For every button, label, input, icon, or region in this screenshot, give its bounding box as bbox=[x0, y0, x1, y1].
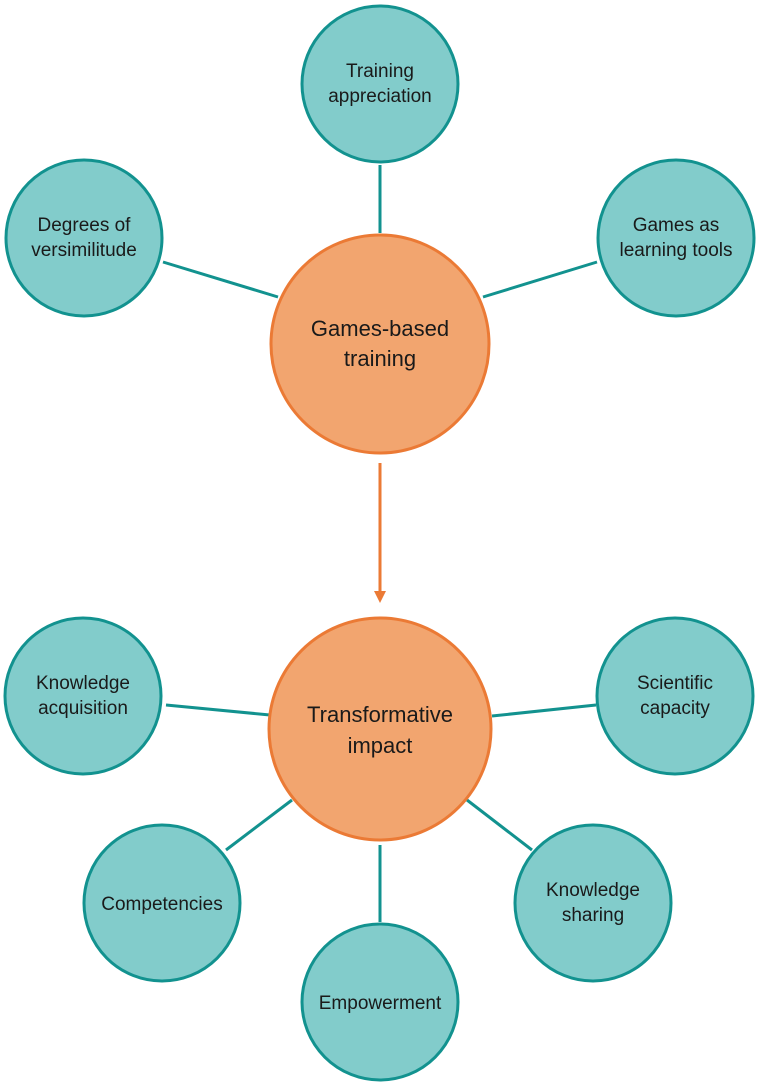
node-knowledge-acquisition-line-2: acquisition bbox=[38, 698, 128, 719]
node-competencies-line-1: Competencies bbox=[101, 894, 222, 915]
connector-impact-to-competencies bbox=[225, 798, 293, 852]
node-competencies: Competencies bbox=[82, 823, 242, 983]
node-degrees-of-versimilitude: Degrees of versimilitude bbox=[4, 158, 164, 318]
hub-transformative-impact-line-1: Transformative bbox=[307, 702, 453, 727]
node-empowerment: Empowerment bbox=[300, 922, 460, 1082]
node-knowledge-sharing-line-2: sharing bbox=[562, 905, 624, 926]
node-knowledge-acquisition-line-1: Knowledge bbox=[36, 673, 130, 694]
hub-games-based-training: Games-based training bbox=[269, 233, 491, 455]
node-scientific-capacity-line-1: Scientific bbox=[637, 673, 713, 694]
node-knowledge-sharing-line-1: Knowledge bbox=[546, 880, 640, 901]
hub-transformative-impact-line-2: impact bbox=[348, 733, 413, 758]
node-degrees-of-versimilitude-line-1: Degrees of bbox=[38, 215, 132, 236]
node-degrees-of-versimilitude-line-2: versimilitude bbox=[31, 240, 137, 261]
connector-games-training-to-games-as-learning-tools bbox=[482, 260, 598, 299]
connector-games-training-to-degrees-of-versimilitude bbox=[162, 260, 279, 299]
node-training-appreciation-line-2: appreciation bbox=[328, 86, 432, 107]
node-knowledge-sharing: Knowledge sharing bbox=[513, 823, 673, 983]
hub-games-based-training-line-1: Games-based bbox=[311, 316, 449, 341]
node-scientific-capacity: Scientific capacity bbox=[595, 616, 755, 776]
node-knowledge-acquisition: Knowledge acquisition bbox=[3, 616, 163, 776]
node-games-as-learning-tools-line-1: Games as bbox=[633, 215, 720, 236]
connector-impact-to-scientific-capacity bbox=[491, 703, 597, 718]
node-training-appreciation: Training appreciation bbox=[300, 4, 460, 164]
hub-transformative-impact: Transformative impact bbox=[267, 616, 493, 842]
connector-impact-to-knowledge-sharing bbox=[466, 798, 533, 852]
connector-impact-to-knowledge-acquisition bbox=[165, 703, 271, 717]
node-games-as-learning-tools-line-2: learning tools bbox=[619, 240, 732, 261]
node-empowerment-line-1: Empowerment bbox=[319, 993, 442, 1014]
node-training-appreciation-line-1: Training bbox=[346, 61, 414, 82]
node-games-as-learning-tools: Games as learning tools bbox=[596, 158, 756, 318]
node-scientific-capacity-line-2: capacity bbox=[640, 698, 710, 719]
hub-games-based-training-line-2: training bbox=[344, 346, 416, 371]
